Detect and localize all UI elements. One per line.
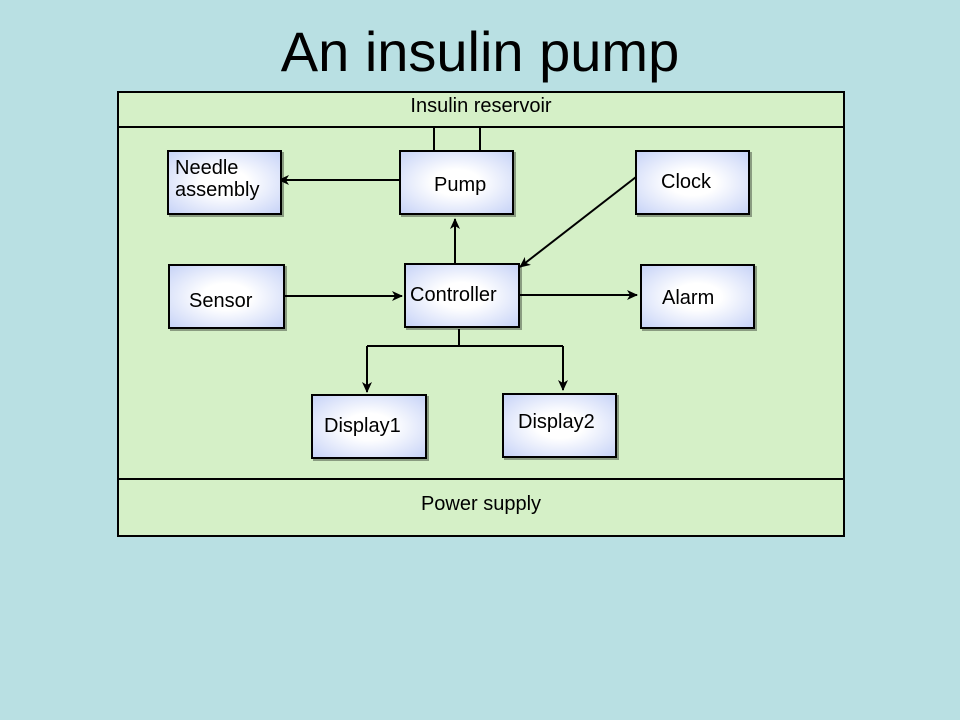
controller-label: Controller: [410, 284, 497, 306]
power-supply-label: Power supply: [420, 493, 542, 515]
alarm-label: Alarm: [662, 287, 715, 309]
alarm-box: Alarm: [640, 264, 755, 329]
needle-assembly-label: Needle assembly: [175, 157, 260, 201]
pump-label: Pump: [434, 174, 487, 196]
display2-box: Display2: [502, 393, 617, 458]
needle-assembly-box: Needle assembly: [167, 150, 282, 215]
sensor-label: Sensor: [189, 290, 253, 312]
insulin-reservoir-label: Insulin reservoir: [410, 95, 552, 117]
reservoir-to-pump-lines: [433, 128, 481, 150]
display1-box: Display1: [311, 394, 427, 459]
slide-title: An insulin pump: [280, 20, 680, 83]
display2-label: Display2: [518, 411, 595, 433]
clock-label: Clock: [661, 171, 712, 193]
sensor-box: Sensor: [168, 264, 285, 329]
pump-box: Pump: [399, 150, 514, 215]
reservoir-divider: [117, 126, 845, 128]
clock-to-controller-arrow: [519, 176, 637, 268]
controller-to-displays-bus: [367, 329, 563, 347]
controller-box: Controller: [404, 263, 520, 328]
clock-box: Clock: [635, 150, 750, 215]
power-divider: [117, 478, 845, 480]
display1-label: Display1: [324, 415, 401, 437]
